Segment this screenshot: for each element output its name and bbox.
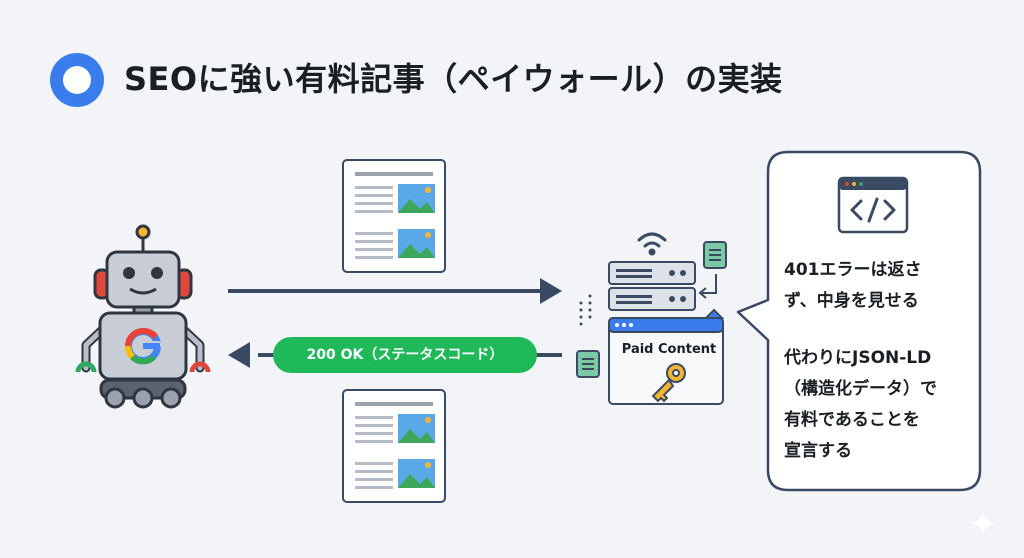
callout-text-primary: 401エラーは返さ ず、中身を見せる [784,255,984,317]
code-window-icon [837,176,909,234]
server-stack-icon [579,261,696,326]
wifi-icon [637,232,667,256]
article-document-icon [342,389,446,503]
callout-line: （構造化データ）で [784,379,937,399]
sparkle-icon [971,511,995,535]
status-badge: 200 OK（ステータスコード） [273,337,537,373]
callout-text-secondary: 代わりにJSON-LD （構造化データ）で 有料であることを 宣言する [784,343,984,467]
callout-bubble [736,150,982,492]
callout-line: 宣言する [784,441,852,461]
paid-content-label: Paid Content [621,342,717,357]
paid-content-window [608,308,725,405]
note-icon [576,350,600,378]
ring-bullet-icon [50,53,104,107]
callout-line: ず、中身を見せる [784,291,919,311]
callout-line: 代わりにJSON-LD [784,348,932,368]
key-icon [651,363,686,403]
article-document-icon [342,159,446,273]
callout-line: 401エラーは返さ [784,260,922,280]
google-robot-icon [75,224,211,409]
callout-line: 有料であることを [784,410,920,430]
request-arrow [228,278,562,304]
page-title: SEOに強い有料記事（ペイウォール）の実装 [124,60,783,98]
note-icon [698,241,727,299]
